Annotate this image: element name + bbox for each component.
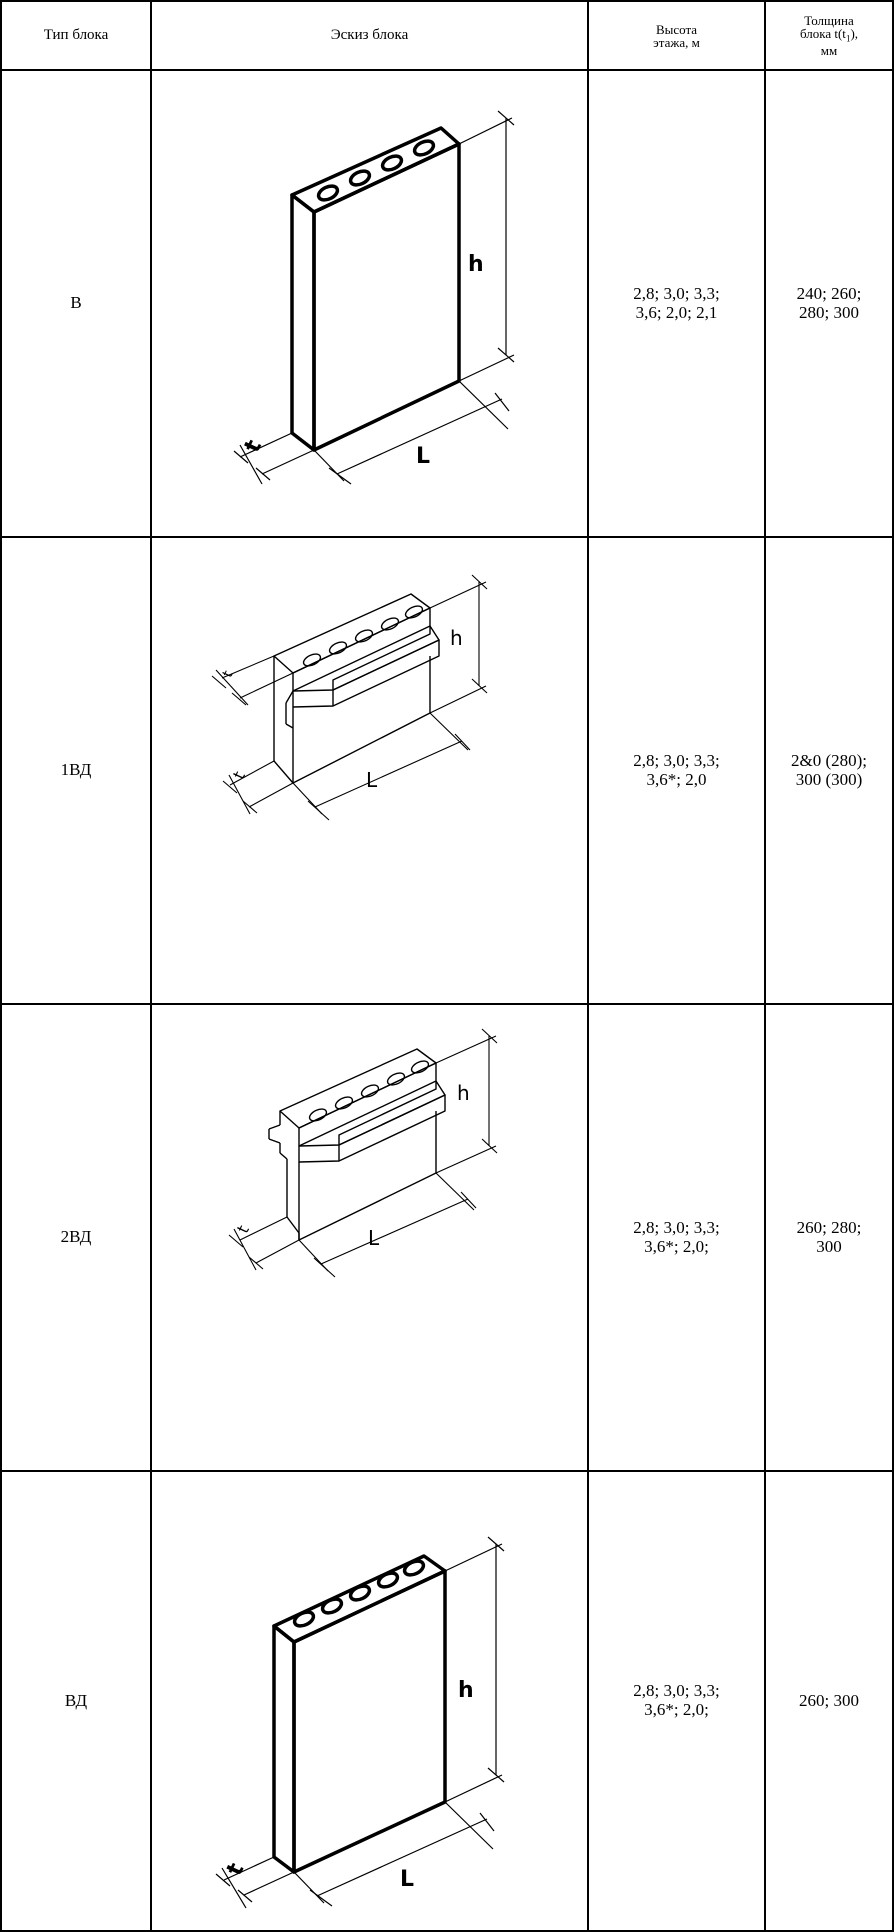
header-block-thickness: Толщина блока t(t1), мм — [799, 13, 859, 58]
dim-h-label: h — [468, 252, 484, 277]
thickness-cell: 260; 280;300 — [796, 1217, 862, 1256]
dim-l-label: L — [368, 1226, 380, 1250]
dim-l-label: L — [416, 444, 430, 469]
table-border-right — [892, 0, 894, 1932]
sketch-drawing: h L t — [215, 1536, 505, 1909]
table-border-top — [0, 0, 894, 2]
floor-height-cell: 2,8; 3,0; 3,3;3,6*; 2,0 — [633, 750, 720, 789]
header-floor-height: Высота этажа, м — [653, 21, 700, 50]
thickness-cell: 260; 300 — [799, 1690, 859, 1710]
sketch-drawing: h L t t — [211, 574, 488, 821]
header-divider — [0, 69, 894, 71]
block-type-cell: 1ВД — [60, 760, 92, 780]
block-sketch-2vd: h L t — [152, 1005, 587, 1470]
sketch-drawing: h L t — [228, 1028, 498, 1278]
block-sketch-vd: h L t — [152, 1472, 587, 1930]
sketch-drawing: h L t — [233, 110, 515, 485]
column-divider — [150, 0, 152, 1932]
block-sketch-v: h L t — [152, 71, 587, 536]
dim-l-label: L — [366, 768, 378, 792]
thickness-cell: 2&0 (280);300 (300) — [790, 750, 868, 789]
dim-t-label: t — [233, 1222, 253, 1236]
column-divider — [587, 0, 589, 1932]
thickness-cell: 240; 260;280; 300 — [796, 283, 862, 322]
block-type-cell: ВД — [64, 1690, 88, 1710]
floor-height-cell: 2,8; 3,0; 3,3;3,6*; 2,0; — [633, 1217, 720, 1256]
table-border-left — [0, 0, 2, 1932]
header-block-sketch: Эскиз блока — [330, 27, 409, 44]
block-sketch-1vd: h L t t — [152, 538, 587, 1003]
table-border-bottom — [0, 1930, 894, 1932]
dim-l-label: L — [400, 1867, 414, 1892]
block-type-cell: 2ВД — [60, 1227, 92, 1247]
row-divider — [0, 536, 894, 538]
dim-h-label: h — [450, 626, 463, 650]
dim-h-label: h — [457, 1081, 470, 1105]
row-divider — [0, 1003, 894, 1005]
floor-height-cell: 2,8; 3,0; 3,3;3,6; 2,0; 2,1 — [633, 283, 720, 322]
dim-h-label: h — [458, 1678, 474, 1703]
header-block-type: Тип блока — [43, 27, 109, 44]
block-type-cell: В — [70, 293, 82, 313]
column-divider — [764, 0, 766, 1932]
dim-t-label: t — [240, 436, 267, 457]
row-divider — [0, 1470, 894, 1472]
floor-height-cell: 2,8; 3,0; 3,3;3,6*; 2,0; — [633, 1681, 720, 1719]
